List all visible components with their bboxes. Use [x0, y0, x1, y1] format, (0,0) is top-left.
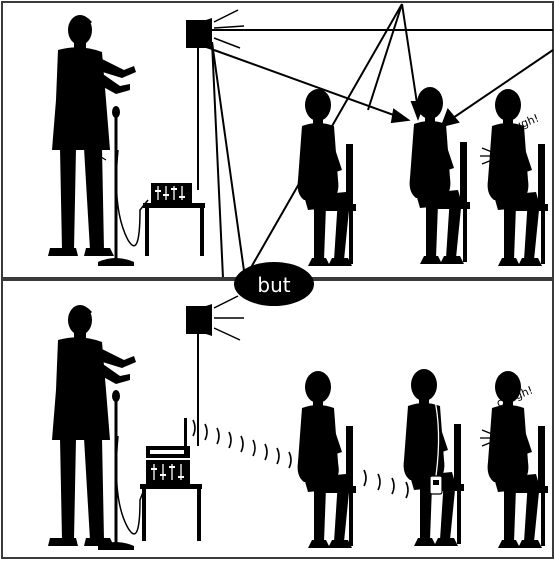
- mixer-icon-bottom: [146, 460, 190, 484]
- mic-cable: [116, 150, 148, 246]
- equipment-table-bottom: [140, 484, 202, 541]
- audience-bottom: [298, 369, 548, 548]
- mixer-icon: [151, 183, 192, 203]
- wireless-transmitter-icon: [146, 418, 190, 458]
- equipment-table: [143, 203, 205, 256]
- presenter-silhouette: [48, 15, 136, 256]
- but-connector: but: [234, 262, 314, 306]
- audience-top: [298, 87, 548, 266]
- presenter-silhouette-bottom: [48, 305, 136, 546]
- top-panel: ? cough!: [2, 4, 553, 278]
- but-label: but: [257, 273, 290, 297]
- bottom-panel: ✓ cough!: [48, 296, 548, 550]
